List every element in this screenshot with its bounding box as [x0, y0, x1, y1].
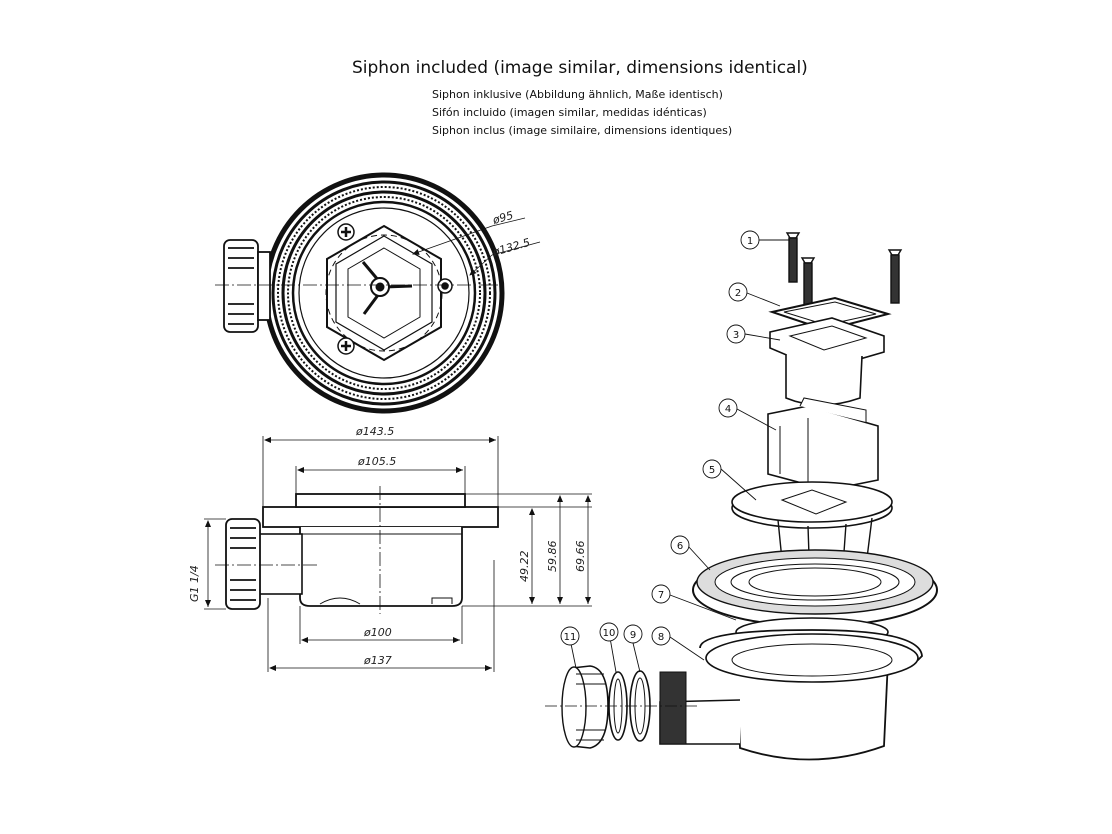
subtitle-german: Siphon inklusive (Abbildung ähnlich, Maß…: [432, 88, 723, 101]
callout-9: 9: [630, 630, 636, 641]
dim-diameter-95: ø95: [490, 209, 514, 227]
dim-height-69-66: 69.66: [574, 541, 587, 573]
callout-1: 1: [747, 236, 753, 247]
callouts: [560, 230, 790, 673]
callout-8: 8: [658, 632, 664, 643]
dim-diameter-137: ø137: [363, 654, 392, 667]
subtitle-french: Siphon inclus (image similaire, dimensio…: [432, 124, 733, 137]
callout-7: 7: [658, 590, 664, 601]
dim-diameter-143-5: ø143.5: [355, 425, 394, 438]
part-screws: [785, 232, 903, 314]
dim-thread-g1-1-4: G1 1/4: [188, 565, 201, 602]
side-view: [204, 436, 592, 672]
callout-6: 6: [677, 541, 683, 552]
dim-height-59-86: 59.86: [546, 541, 559, 573]
callout-10: 10: [603, 628, 616, 639]
top-view: [215, 172, 541, 414]
diagram-title: Siphon included (image similar, dimensio…: [352, 58, 808, 78]
dim-diameter-105-5: ø105.5: [357, 455, 396, 468]
callout-4: 4: [725, 404, 731, 415]
exploded-view: [545, 232, 938, 761]
callout-3: 3: [733, 330, 739, 341]
dim-diameter-132-5: ø132.5: [490, 236, 531, 259]
callout-5: 5: [709, 465, 715, 476]
subtitle-spanish: Sifón incluido (imagen similar, medidas …: [432, 106, 707, 119]
callout-2: 2: [735, 288, 741, 299]
dim-height-49-22: 49.22: [518, 551, 531, 583]
dim-diameter-100: ø100: [363, 626, 392, 639]
callout-11: 11: [564, 632, 577, 643]
